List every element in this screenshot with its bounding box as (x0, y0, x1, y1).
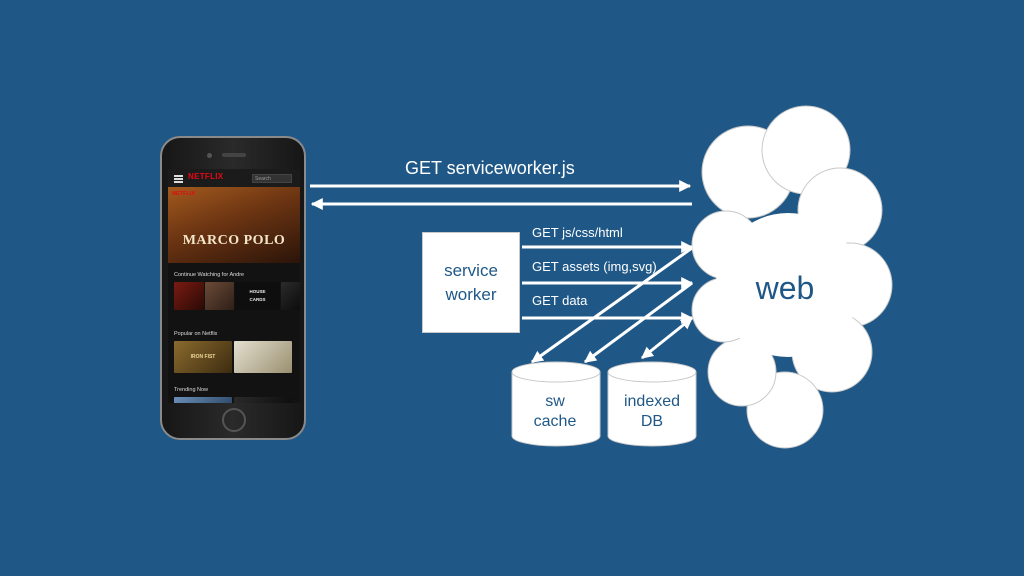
netflix-top-bar: NETFLIX Search (168, 169, 300, 187)
home-button-icon (222, 408, 246, 432)
arrow-web-to-cache-1 (531, 246, 693, 364)
thumbnail: HOUSE CARDS (235, 282, 280, 310)
service-worker-box: service worker (422, 232, 520, 333)
hero-title: MARCO POLO (182, 233, 286, 248)
web-label: web (755, 270, 815, 306)
label-get-data: GET data (532, 293, 588, 308)
thumbnail (205, 282, 234, 310)
hero-banner: NETFLIX MARCO POLO (168, 187, 300, 263)
indexed-db-cylinder (607, 361, 697, 447)
netflix-logo: NETFLIX (188, 172, 224, 181)
arrow-web-to-cache-2 (584, 281, 693, 364)
indexed-db-label: indexed DB (623, 393, 681, 430)
row-label-continue-watching: Continue Watching for Andre (174, 272, 245, 278)
label-get-js-css-html: GET js/css/html (532, 225, 623, 240)
sw-cache-label: sw cache (533, 393, 577, 430)
thumbnail (234, 341, 292, 373)
arrow-web-to-indexed-db (641, 316, 693, 360)
search-input: Search (252, 174, 292, 183)
service-worker-label: service worker (444, 260, 498, 304)
thumbnail: IRON FIST (174, 341, 232, 373)
front-camera-icon (207, 153, 212, 158)
label-get-assets: GET assets (img,svg) (532, 259, 657, 274)
phone-screen: NETFLIX Search NETFLIX MARCO POLO Contin… (168, 169, 300, 403)
hero-brand-tag: NETFLIX (172, 191, 195, 197)
thumbnail (234, 397, 292, 403)
thumbnail (281, 282, 300, 310)
sw-cache-cylinder (511, 361, 601, 447)
speaker-grille (222, 153, 246, 157)
menu-icon (174, 175, 183, 177)
label-get-serviceworker: GET serviceworker.js (405, 158, 575, 178)
web-cloud (691, 105, 893, 449)
thumbnail (174, 282, 204, 310)
row-label-trending: Trending Now (174, 387, 209, 393)
thumbnail (174, 397, 232, 403)
row-label-popular: Popular on Netflix (174, 331, 218, 337)
